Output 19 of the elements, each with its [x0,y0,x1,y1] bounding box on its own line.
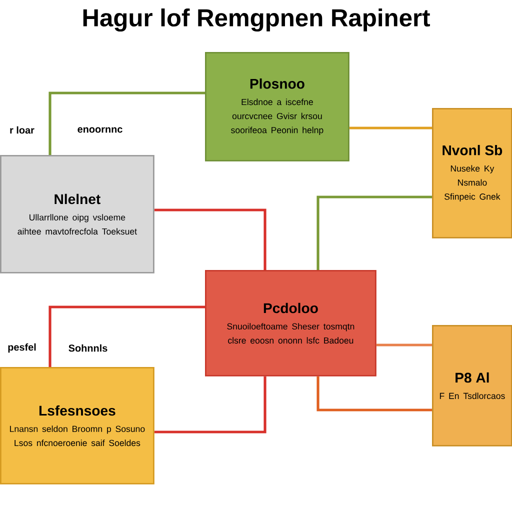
title: Hagur lof Remgpnen Rapinert [83,8,430,32]
label: Sohnnls [68,344,108,352]
label: pesfel [8,343,36,353]
connector-line [48,306,205,367]
process-box: Plosnoo Elsdnoe a iscefne ourcvcnee Gvisr krsou soorifeoa Peonin helnp [205,52,350,162]
connector-line [48,92,205,155]
process-box: P8 Al F En Tsdlorcaos [432,325,512,446]
connector-line [349,126,432,130]
label: r loar [10,126,34,134]
connector-line [316,376,432,412]
process-box: Nvonl Sb Nuseke Ky Nsmalo Sfinpeic Gnek [432,108,512,238]
connector-line [154,208,266,270]
connector-line [376,344,432,346]
process-box: Pcdoloo Snuoiloeftoame Sheser tosmqtn clsre eoosn ononn lsfc Badoeu [205,270,376,376]
connector-line [316,196,432,270]
label: enoornnc [78,127,122,133]
connector-line [154,376,266,434]
process-box: Lsfesnsoes Lnansn seldon Broomn p Sosuno Lsos nfcnoeroenie saif Soeldes [0,367,154,484]
process-box: Nlelnet Ullarrllone oipg vsloeme aihtee mavtofrecfola Toeksuet [0,155,154,274]
